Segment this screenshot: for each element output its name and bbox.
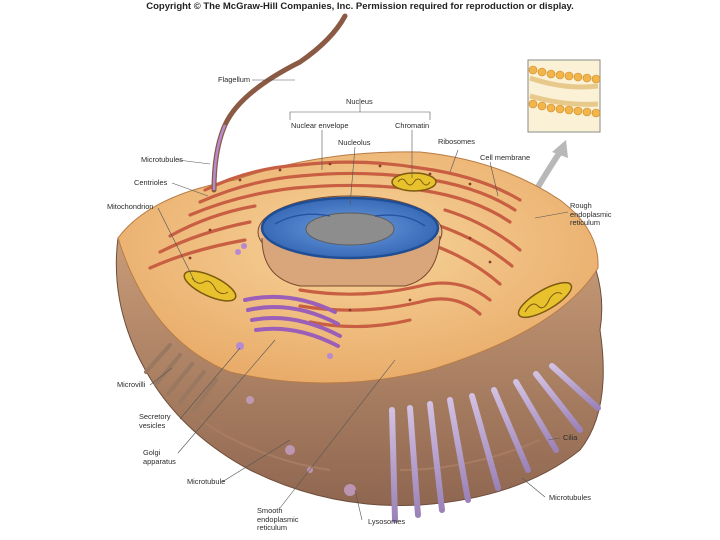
chromatin-strands [274, 213, 426, 227]
cilia-shapes [389, 363, 601, 523]
label-cilia: Cilia [563, 433, 578, 442]
label-chromatin: Chromatin [395, 121, 430, 130]
mitochondrion-3-cristae [524, 292, 563, 313]
microvilli-shapes [144, 343, 218, 412]
golgi-apparatus-shape [243, 294, 342, 348]
lysosome-spots [246, 396, 356, 496]
mitochondrion-1-cristae [397, 178, 431, 186]
label-ribosomes: Ribosomes [438, 137, 475, 146]
nucleolus-shape [305, 212, 395, 246]
label-centrioles: Centrioles [134, 178, 168, 187]
ribosome-dots [188, 162, 492, 312]
label-secretory-vesicles: Secretory vesicles [139, 412, 171, 430]
flagellum-shape [211, 13, 348, 193]
membrane-inset [527, 59, 601, 133]
label-nuclear-envelope: Nuclear envelope [291, 121, 349, 130]
label-golgi-apparatus: Golgi apparatus [143, 448, 176, 466]
zoom-arrow [532, 150, 563, 194]
label-microvilli: Microvilli [117, 380, 146, 389]
zoom-arrow-head [552, 140, 568, 158]
mitochondrion-3 [517, 281, 573, 319]
leader-lines [149, 79, 569, 521]
label-mitochondrion: Mitochondrion [107, 202, 154, 211]
nucleus [257, 195, 443, 287]
label-microtubules-bottom: Microtubules [549, 493, 591, 502]
mitochondria [183, 172, 573, 319]
label-microtubules-top: Microtubules [141, 155, 183, 164]
label-lysosomes: Lysosomes [368, 517, 406, 526]
label-nucleolus: Nucleolus [338, 138, 371, 147]
golgi-vesicles [235, 243, 333, 359]
copyright-notice: Copyright © The McGraw-Hill Companies, I… [146, 1, 574, 12]
mitochondrion-2-cristae [191, 277, 229, 295]
label-microtubule: Microtubule [187, 477, 226, 486]
label-flagellum: Flagellum [218, 75, 251, 84]
label-cell-membrane: Cell membrane [480, 153, 531, 162]
label-rough-er: Rough endoplasmic reticulum [570, 201, 612, 228]
label-smooth-er: Smooth endoplasmic reticulum [257, 506, 299, 533]
label-nucleus: Nucleus [346, 97, 373, 106]
